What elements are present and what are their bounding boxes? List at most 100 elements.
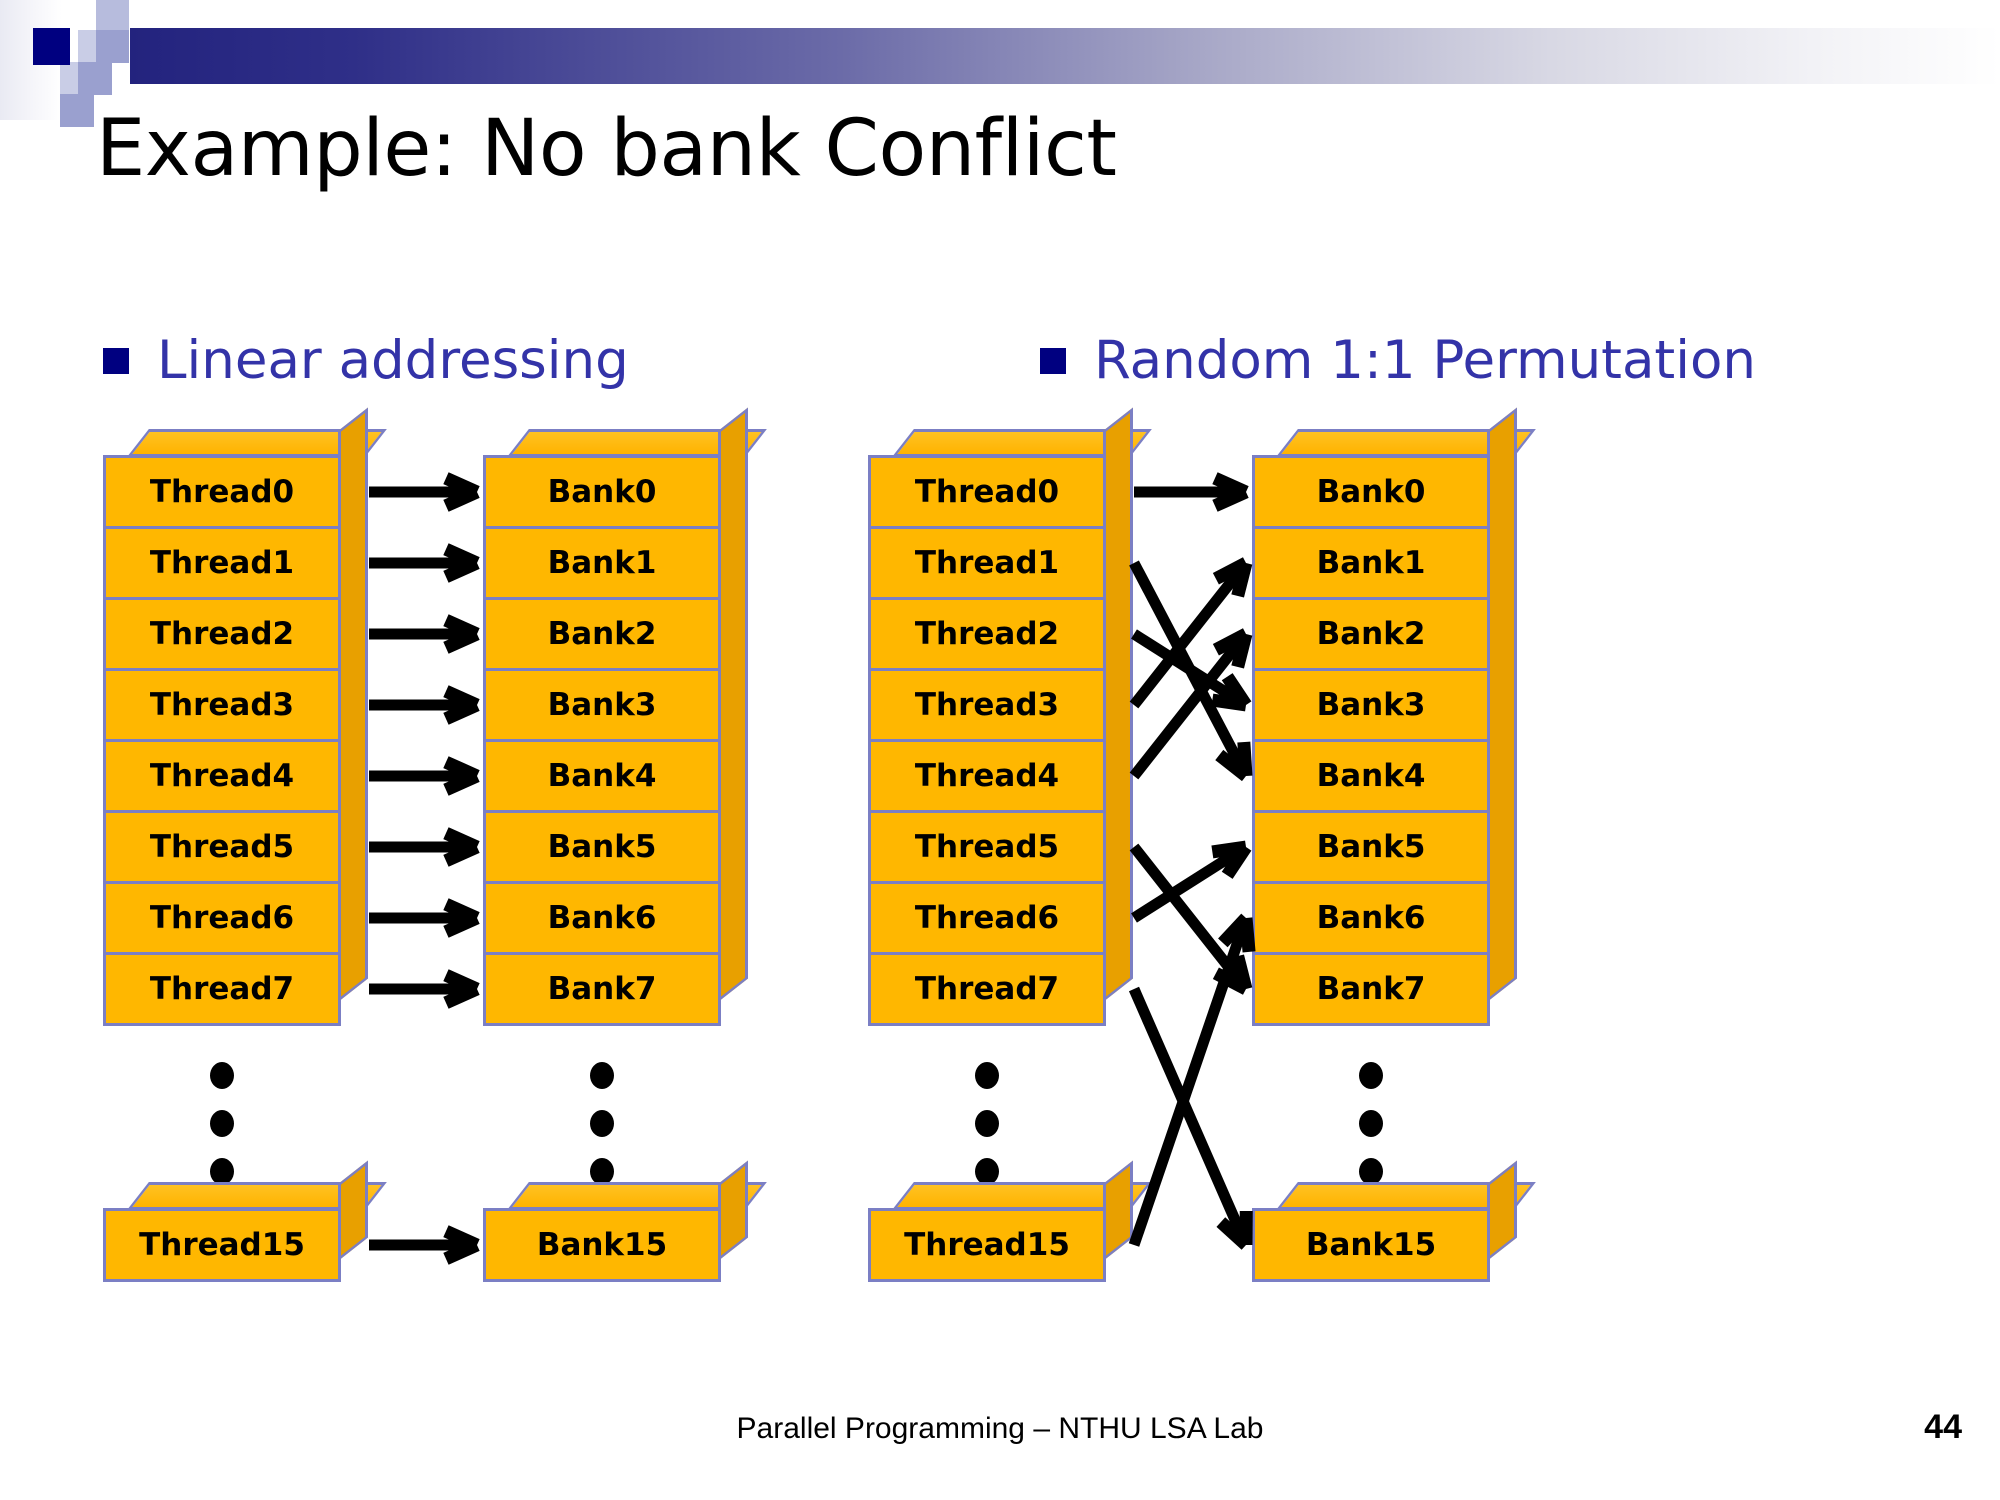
bank-perm-cell[interactable]: Bank1 bbox=[1252, 526, 1490, 600]
ellipsis-dot-icon bbox=[210, 1062, 234, 1089]
thread15-perm-cell[interactable]: Thread15 bbox=[868, 1208, 1106, 1282]
bank-perm-cell-label: Bank3 bbox=[1316, 687, 1426, 723]
ellipsis-thread-perm bbox=[975, 1062, 999, 1206]
bank-perm-cell[interactable]: Bank4 bbox=[1252, 739, 1490, 813]
thread-linear-cell-label: Thread0 bbox=[149, 474, 295, 510]
bank-perm-cell-label: Bank1 bbox=[1316, 545, 1426, 581]
thread-perm-cell[interactable]: Thread2 bbox=[868, 597, 1106, 671]
bank-linear-cell[interactable]: Bank6 bbox=[483, 881, 721, 955]
ellipsis-dot-icon bbox=[590, 1110, 614, 1137]
ellipsis-dot-icon bbox=[210, 1158, 234, 1185]
ellipsis-dot-icon bbox=[1359, 1062, 1383, 1089]
thread-perm-side-face bbox=[1103, 407, 1133, 1003]
arrow-thread4-to-bank2 bbox=[1129, 628, 1253, 780]
thread-perm-cell-label: Thread4 bbox=[914, 758, 1060, 794]
arrow-thread6-to-bank5 bbox=[1131, 840, 1252, 923]
arrow-thread4-to-bank4 bbox=[369, 756, 480, 796]
page-title: Example: No bank Conflict bbox=[96, 104, 1117, 194]
thread-perm-cell-label: Thread2 bbox=[914, 616, 1060, 652]
section-label-linear: Linear addressing bbox=[157, 330, 629, 391]
bank-linear-cell[interactable]: Bank1 bbox=[483, 526, 721, 600]
bank15-perm-cell[interactable]: Bank15 bbox=[1252, 1208, 1490, 1282]
thread-perm-cell[interactable]: Thread3 bbox=[868, 668, 1106, 742]
thread-linear-cell-label: Thread3 bbox=[149, 687, 295, 723]
thread-linear-cell-label: Thread2 bbox=[149, 616, 295, 652]
thread-perm-cell-label: Thread1 bbox=[914, 545, 1060, 581]
thread15-perm-side-face bbox=[1103, 1160, 1133, 1261]
arrow-thread6-to-bank6 bbox=[369, 898, 480, 938]
ellipsis-thread-linear bbox=[210, 1062, 234, 1206]
thread-perm-cell[interactable]: Thread7 bbox=[868, 952, 1106, 1026]
thread-linear-cell-label: Thread7 bbox=[149, 971, 295, 1007]
thread-perm-cell-label: Thread7 bbox=[914, 971, 1060, 1007]
bank-perm-cell-label: Bank2 bbox=[1316, 616, 1426, 652]
thread-perm-cell-label: Thread6 bbox=[914, 900, 1060, 936]
thread-linear-cell[interactable]: Thread5 bbox=[103, 810, 341, 884]
thread-linear-cell[interactable]: Thread0 bbox=[103, 455, 341, 529]
thread-linear-cell[interactable]: Thread4 bbox=[103, 739, 341, 813]
thread-linear-cell[interactable]: Thread7 bbox=[103, 952, 341, 1026]
arrow-thread0-to-bank0 bbox=[1134, 472, 1249, 512]
header-square-3 bbox=[96, 30, 129, 63]
bank-perm-cell[interactable]: Bank3 bbox=[1252, 668, 1490, 742]
thread15-perm-cell-label: Thread15 bbox=[904, 1227, 1070, 1263]
bank-perm-cell-label: Bank5 bbox=[1316, 829, 1426, 865]
bank-linear-cell[interactable]: Bank7 bbox=[483, 952, 721, 1026]
bank-linear-cell-label: Bank2 bbox=[547, 616, 657, 652]
thread-linear-cell-label: Thread4 bbox=[149, 758, 295, 794]
thread-linear-cell[interactable]: Thread2 bbox=[103, 597, 341, 671]
thread-perm-cell[interactable]: Thread5 bbox=[868, 810, 1106, 884]
arrow-thread15-to-bank15 bbox=[369, 1225, 480, 1265]
bank-linear-cell[interactable]: Bank3 bbox=[483, 668, 721, 742]
thread-perm-cell[interactable]: Thread4 bbox=[868, 739, 1106, 813]
section-heading-linear: Linear addressing bbox=[103, 330, 629, 391]
arrow-thread7-to-bank7 bbox=[369, 969, 480, 1009]
arrow-thread2-to-bank3 bbox=[1131, 629, 1252, 712]
thread-perm-cell[interactable]: Thread6 bbox=[868, 881, 1106, 955]
arrow-thread0-to-bank0 bbox=[369, 472, 480, 512]
bank-linear-cell-label: Bank0 bbox=[547, 474, 657, 510]
ellipsis-dot-icon bbox=[590, 1158, 614, 1185]
ellipsis-bank-perm bbox=[1359, 1062, 1383, 1206]
ellipsis-bank-linear bbox=[590, 1062, 614, 1206]
thread-linear-cell[interactable]: Thread6 bbox=[103, 881, 341, 955]
bank-linear-cell[interactable]: Bank0 bbox=[483, 455, 721, 529]
thread-perm-cell-label: Thread0 bbox=[914, 474, 1060, 510]
header-square-navy bbox=[33, 28, 70, 65]
bank-linear-cell[interactable]: Bank2 bbox=[483, 597, 721, 671]
arrow-thread5-to-bank7 bbox=[1129, 843, 1253, 995]
ellipsis-dot-icon bbox=[975, 1110, 999, 1137]
thread-linear-cell-label: Thread1 bbox=[149, 545, 295, 581]
thread15-linear-cell[interactable]: Thread15 bbox=[103, 1208, 341, 1282]
bank-linear-side-face bbox=[718, 407, 748, 1003]
bank-linear-cell-label: Bank5 bbox=[547, 829, 657, 865]
bank-perm-cell[interactable]: Bank2 bbox=[1252, 597, 1490, 671]
thread-linear-cell-label: Thread5 bbox=[149, 829, 295, 865]
square-bullet-icon bbox=[1040, 347, 1066, 374]
header-square-1 bbox=[96, 0, 129, 32]
thread15-linear-cell-label: Thread15 bbox=[139, 1227, 305, 1263]
bank-linear-cell-label: Bank4 bbox=[547, 758, 657, 794]
bank-perm-cell[interactable]: Bank5 bbox=[1252, 810, 1490, 884]
bank-linear-cell[interactable]: Bank4 bbox=[483, 739, 721, 813]
ellipsis-dot-icon bbox=[210, 1110, 234, 1137]
bank-perm-cell[interactable]: Bank0 bbox=[1252, 455, 1490, 529]
arrow-thread3-to-bank3 bbox=[369, 685, 480, 725]
bank-linear-cell-label: Bank3 bbox=[547, 687, 657, 723]
bank-perm-cell-label: Bank4 bbox=[1316, 758, 1426, 794]
bank-perm-cell-label: Bank0 bbox=[1316, 474, 1426, 510]
thread15-linear-side-face bbox=[338, 1160, 368, 1261]
thread-perm-cell[interactable]: Thread0 bbox=[868, 455, 1106, 529]
thread-linear-cell[interactable]: Thread3 bbox=[103, 668, 341, 742]
bank-perm-cell[interactable]: Bank6 bbox=[1252, 881, 1490, 955]
arrow-thread15-to-bank6 bbox=[1128, 913, 1256, 1247]
bank-perm-cell[interactable]: Bank7 bbox=[1252, 952, 1490, 1026]
bank15-linear-cell[interactable]: Bank15 bbox=[483, 1208, 721, 1282]
arrow-thread1-to-bank1 bbox=[369, 543, 480, 583]
bank-linear-cell[interactable]: Bank5 bbox=[483, 810, 721, 884]
thread-perm-cell[interactable]: Thread1 bbox=[868, 526, 1106, 600]
thread-linear-cell[interactable]: Thread1 bbox=[103, 526, 341, 600]
thread-perm-cell-label: Thread5 bbox=[914, 829, 1060, 865]
section-heading-permutation: Random 1:1 Permutation bbox=[1040, 330, 1756, 391]
bank-perm-cell-label: Bank6 bbox=[1316, 900, 1426, 936]
